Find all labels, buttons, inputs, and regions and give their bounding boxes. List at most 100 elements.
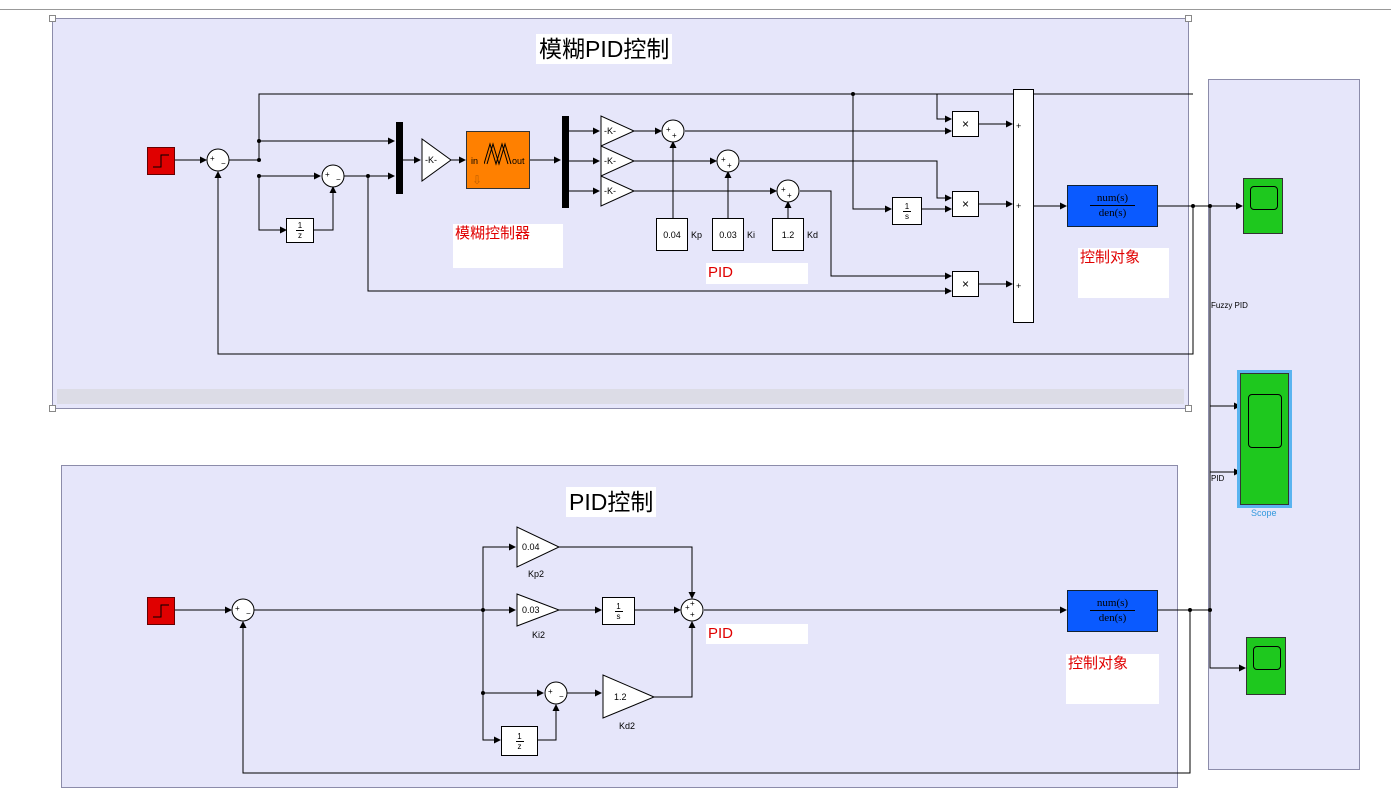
tf-den: den(s) <box>1098 612 1127 624</box>
scope-name: Scope <box>1251 508 1277 518</box>
gain-ki2-value[interactable]: 0.03 <box>522 605 540 615</box>
constant-kd-name: Kd <box>807 230 819 240</box>
product-ki[interactable]: × <box>952 191 979 217</box>
svg-text:+: + <box>787 191 792 200</box>
resize-handle-tl[interactable] <box>49 15 56 22</box>
gain-kp-fuzzy-label[interactable]: -K- <box>604 126 616 136</box>
fuzzy-in-port: in <box>471 156 479 166</box>
pid-area[interactable] <box>61 465 1178 788</box>
gain-kp-fuzzy <box>600 115 636 147</box>
sum-port-3: + <box>1016 281 1022 291</box>
integrator-den: s <box>905 211 909 221</box>
svg-text:+: + <box>690 610 695 619</box>
gain-main <box>421 138 452 182</box>
signal-label-fuzzy-pid: Fuzzy PID <box>1211 301 1248 310</box>
sum-pid-output <box>680 598 704 622</box>
svg-text:−: − <box>221 159 226 168</box>
resize-handle-br[interactable] <box>1185 405 1192 412</box>
fuzzy-link-icon: ⇩ <box>472 173 483 187</box>
tf-num: num(s) <box>1096 597 1129 609</box>
product-ki-symbol: × <box>961 197 969 211</box>
constant-kd-value: 1.2 <box>781 229 795 240</box>
scope-fuzzy[interactable] <box>1243 178 1283 234</box>
sum-port-2: + <box>1016 201 1022 211</box>
gain-ki2-name: Ki2 <box>532 630 546 640</box>
fuzzy-area-scrollbar[interactable] <box>57 389 1184 404</box>
gain-main-label[interactable]: -K- <box>425 155 437 165</box>
pid-area-title: PID控制 <box>566 487 657 517</box>
gain-kd2-value[interactable]: 1.2 <box>614 692 627 702</box>
fuzzy-area-title: 模糊PID控制 <box>536 34 673 64</box>
step-icon <box>153 154 169 168</box>
svg-text:+: + <box>721 155 726 164</box>
gain-kd2-name: Kd2 <box>619 721 636 731</box>
svg-text:+: + <box>325 170 330 179</box>
product-kd-symbol: × <box>961 277 969 291</box>
membership-function-icon <box>484 142 512 166</box>
delay-num: 1 <box>517 731 522 741</box>
mux-input <box>396 122 403 194</box>
tf-den: den(s) <box>1098 207 1127 219</box>
product-kd[interactable]: × <box>952 271 979 297</box>
svg-text:+: + <box>727 161 732 170</box>
gain-ki-fuzzy <box>600 145 636 177</box>
product-kp-symbol: × <box>961 117 969 131</box>
svg-text:+: + <box>666 125 671 134</box>
step-source-pid[interactable] <box>147 597 175 625</box>
delay-num: 1 <box>297 221 303 230</box>
gain-kp2-name: Kp2 <box>528 569 545 579</box>
gain-ki-fuzzy-label[interactable]: -K- <box>604 156 616 166</box>
transfer-fcn-fuzzy[interactable]: num(s) den(s) <box>1067 185 1158 227</box>
constant-kp[interactable]: 0.04 <box>656 218 688 251</box>
integrator-num: 1 <box>616 601 621 611</box>
pid-annotation: PID <box>706 624 808 644</box>
scope-screen <box>1253 646 1281 670</box>
fuzzy-pid-area[interactable] <box>52 18 1189 409</box>
canvas-top-rule <box>0 9 1391 10</box>
svg-text:+: + <box>672 131 677 140</box>
resize-handle-tr[interactable] <box>1185 15 1192 22</box>
demux-gains <box>562 116 569 208</box>
sum-delta <box>321 164 345 188</box>
gain-kp2-value[interactable]: 0.04 <box>522 542 540 552</box>
plant-annotation-pid: 控制对象 <box>1066 654 1159 704</box>
pid-annotation-fuzzy: PID <box>706 263 808 284</box>
gain-kd-fuzzy-label[interactable]: -K- <box>604 186 616 196</box>
constant-ki[interactable]: 0.03 <box>712 218 744 251</box>
plant-annotation-fuzzy: 控制对象 <box>1078 248 1169 298</box>
sum-ki <box>716 149 740 173</box>
svg-text:+: + <box>781 185 786 194</box>
delay-den: z <box>298 231 302 240</box>
gain-kp2 <box>516 526 561 568</box>
scope-pid[interactable] <box>1246 637 1286 695</box>
fuzzy-logic-controller[interactable]: in out ⇩ <box>466 131 530 189</box>
resize-handle-bl[interactable] <box>49 405 56 412</box>
sum-products[interactable]: + + + <box>1013 89 1034 323</box>
scope-combined[interactable] <box>1240 373 1289 505</box>
integrator-den: s <box>616 611 621 621</box>
step-icon <box>153 604 169 618</box>
constant-kd[interactable]: 1.2 <box>772 218 804 251</box>
sum-error <box>206 148 230 172</box>
constant-ki-value: 0.03 <box>719 229 737 240</box>
integrator-num: 1 <box>904 201 910 211</box>
sum-kd <box>776 179 800 203</box>
svg-text:+: + <box>235 604 240 613</box>
svg-text:+: + <box>210 154 215 163</box>
sum-error-pid <box>231 598 255 622</box>
step-source-fuzzy[interactable] <box>147 147 175 175</box>
sum-kp <box>661 119 685 143</box>
svg-text:+: + <box>548 687 553 696</box>
delay-den: z <box>517 741 522 751</box>
product-kp[interactable]: × <box>952 111 979 137</box>
fuzzy-out-port: out <box>512 156 525 166</box>
signal-label-pid: PID <box>1211 474 1225 483</box>
gain-kd-fuzzy <box>600 175 636 207</box>
transfer-fcn-pid[interactable]: num(s) den(s) <box>1067 590 1158 632</box>
sum-port-1: + <box>1016 121 1022 131</box>
